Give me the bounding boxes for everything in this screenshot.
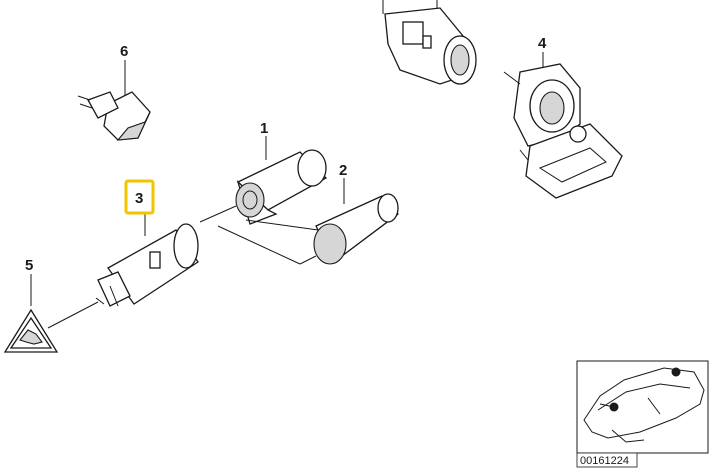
callout-2[interactable]: 2 <box>339 162 347 179</box>
part-4-bracket[interactable] <box>503 52 623 199</box>
diagram-ref-number: 00161224 <box>580 455 629 467</box>
callout-3[interactable]: 3 <box>135 190 143 207</box>
part-1-housing[interactable] <box>235 136 328 225</box>
location-marker-rear <box>671 367 681 377</box>
part-6-bulb-plug[interactable] <box>77 60 151 141</box>
diagram-ref-box <box>576 452 638 468</box>
callout-6[interactable]: 6 <box>120 43 128 60</box>
callout-1[interactable]: 1 <box>260 120 268 137</box>
callout-5[interactable]: 5 <box>25 257 33 274</box>
assembly-leader-lines <box>47 205 319 329</box>
callout-4[interactable]: 4 <box>538 35 547 52</box>
part-2-cap[interactable] <box>313 178 399 265</box>
vehicle-location-thumbnail[interactable] <box>576 360 709 454</box>
part-3-socket-insert[interactable] <box>95 214 199 307</box>
socket-assembly-top[interactable] <box>382 0 477 85</box>
part-5-warning-label[interactable] <box>3 274 59 353</box>
callout-3-highlight-box <box>124 179 155 215</box>
